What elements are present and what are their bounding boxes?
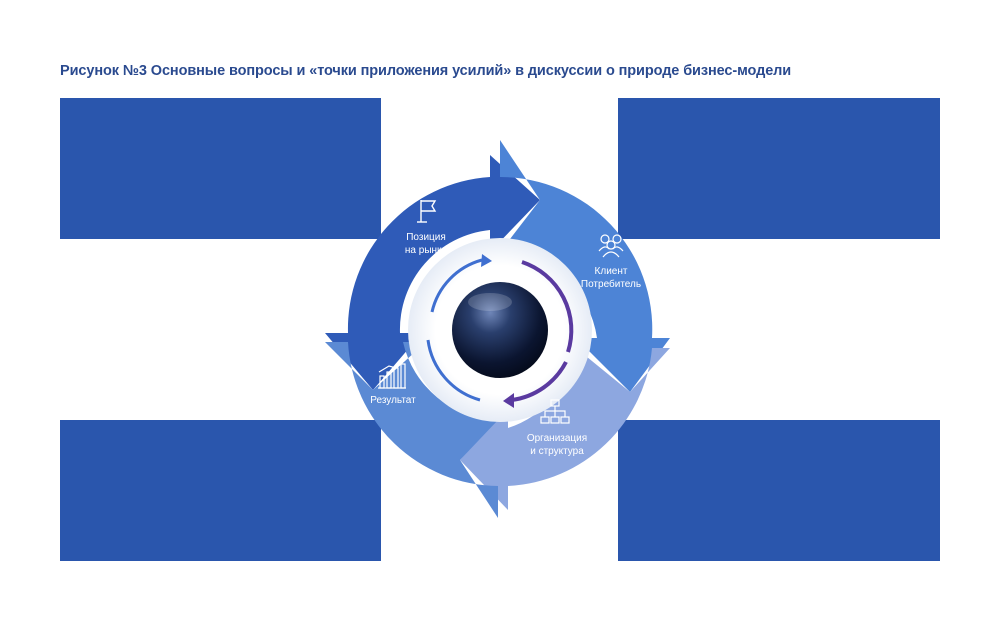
label-client-line2: Потребитель (580, 279, 642, 290)
cycle-arrow-right (521, 260, 574, 353)
center-sphere (452, 282, 548, 378)
org-chart-icon (540, 399, 570, 424)
label-client: Клиент Потребитель (571, 265, 651, 291)
segment-client (500, 140, 670, 392)
panel-bottom-left (60, 420, 381, 561)
bar-chart-icon (378, 359, 406, 389)
segment-organization (460, 348, 670, 510)
label-market-line1: Позиция (406, 232, 446, 243)
cycle-arrow-bottom-head (503, 393, 514, 408)
cycle-arrow-bottom (511, 361, 568, 402)
label-result: Результат (362, 394, 424, 407)
label-organization-line1: Организация (526, 433, 588, 444)
segment-market (325, 155, 540, 390)
label-market: Позиция на рынке (392, 231, 460, 257)
label-organization: Организация и структура (520, 432, 594, 458)
panel-top-right (618, 98, 940, 239)
label-result-line1: Результат (370, 395, 416, 406)
cycle-arrow-left (426, 339, 481, 402)
segment-result (325, 342, 498, 518)
cycle-arrow-top (430, 258, 483, 313)
label-market-line2: на рынке (404, 245, 448, 256)
figure-title: Рисунок №3 Основные вопросы и «точки при… (60, 63, 792, 79)
cycle-arrow-top-head (481, 254, 492, 267)
flag-icon (417, 200, 437, 223)
sphere-highlight (468, 293, 512, 311)
business-model-cycle: Позиция на рынке Клиент Потребитель Орга… (300, 130, 700, 530)
label-client-line1: Клиент (594, 266, 628, 277)
panel-bottom-right (618, 420, 940, 561)
people-icon (598, 234, 624, 258)
panel-top-left (60, 98, 381, 239)
cycle-graphic (325, 140, 670, 518)
label-organization-line2: и структура (530, 446, 584, 457)
